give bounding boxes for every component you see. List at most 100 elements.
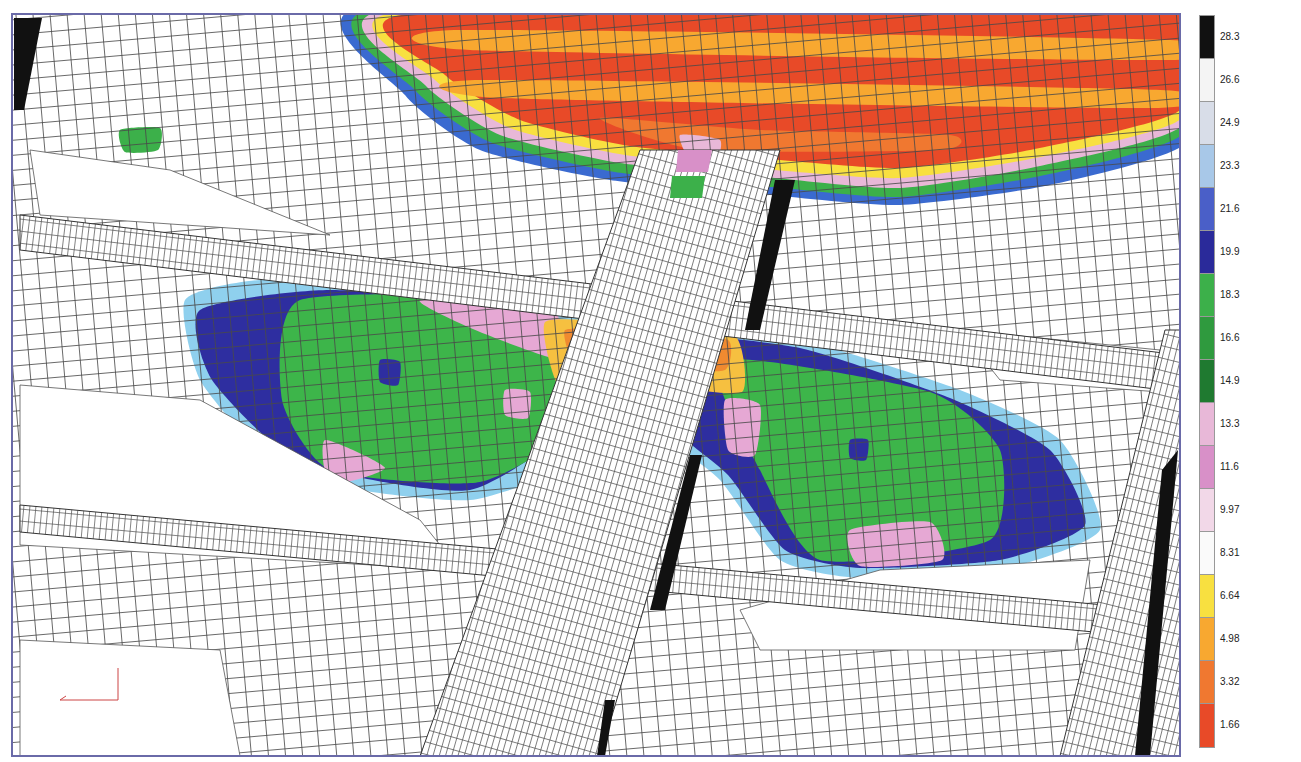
mesh-line: [0, 0, 384, 762]
mesh-line: [0, 310, 1301, 762]
legend-swatch: [1200, 231, 1214, 274]
mesh-line: [973, 0, 1301, 762]
mesh-line: [609, 0, 1286, 762]
mesh-line: [1178, 0, 1301, 762]
mesh-line: [1273, 0, 1301, 762]
mesh-line: [0, 0, 1301, 218]
mesh-line: [0, 0, 252, 762]
mesh-line: [0, 0, 192, 762]
mesh-line: [0, 0, 666, 762]
mesh-line: [638, 0, 1301, 762]
mesh-line: [0, 0, 1301, 114]
mesh-line: [254, 0, 931, 762]
mesh-line: [0, 0, 343, 762]
mesh-line: [0, 0, 471, 762]
mesh-line: [1163, 0, 1301, 762]
mesh-line: [0, 0, 431, 762]
mesh-line: [0, 0, 314, 762]
mesh-line: [952, 0, 1288, 762]
mesh-line: [140, 0, 399, 762]
mesh-line: [772, 0, 1301, 762]
mesh-line: [865, 0, 1301, 762]
mesh-line: [0, 114, 1301, 762]
mesh-line: [1290, 0, 1301, 762]
mesh-line: [0, 0, 117, 762]
mesh-line: [0, 56, 1301, 762]
mesh-line: [0, 0, 355, 762]
mesh-line: [0, 299, 1301, 762]
mesh-line: [295, 0, 972, 762]
mesh-line: [0, 0, 279, 762]
mesh-line: [749, 0, 1085, 762]
mesh-line: [0, 0, 285, 762]
mesh-line: [219, 0, 896, 762]
mesh-line: [330, 0, 1007, 762]
mesh-line: [0, 0, 244, 762]
mesh-line: [0, 0, 245, 762]
mesh-line: [405, 0, 1082, 762]
mesh-line: [783, 0, 1301, 762]
mesh-line: [0, 0, 311, 762]
mesh-line: [0, 0, 1301, 53]
mesh-line: [1185, 0, 1301, 762]
mesh-line: [797, 0, 1133, 762]
mesh-line: [0, 0, 378, 762]
mesh-line: [0, 0, 559, 762]
mesh-line: [0, 0, 1301, 228]
legend-value: 14.9: [1220, 375, 1239, 387]
mesh-line: [362, 0, 1134, 762]
mesh-line: [0, 0, 764, 762]
mesh-line: [0, 0, 1301, 447]
mesh-line: [0, 0, 695, 762]
mesh-line: [0, 519, 1301, 762]
mesh-line: [0, 0, 64, 762]
mesh-line: [976, 0, 1235, 762]
mesh-line: [1273, 0, 1301, 762]
mesh-line: [933, 0, 1301, 762]
mesh-line: [0, 0, 268, 762]
mesh-line: [0, 0, 1301, 498]
mesh-line: [0, 0, 97, 762]
mesh-line: [1162, 0, 1301, 762]
mesh-line: [0, 0, 168, 762]
mesh-line: [626, 0, 1301, 762]
mesh-line: [0, 0, 147, 762]
legend-value: 9.97: [1220, 504, 1239, 516]
mesh-line: [0, 0, 37, 762]
mesh-line: [743, 0, 1301, 762]
mesh-line: [0, 0, 512, 762]
mesh-line: [827, 0, 1086, 762]
mesh-line: [0, 0, 684, 762]
mesh-line: [0, 0, 1301, 574]
mesh-line: [231, 0, 908, 762]
mesh-line: [506, 0, 1278, 762]
mesh-line: [448, 0, 1220, 762]
mesh-line: [0, 0, 1301, 451]
mesh-line: [0, 0, 1301, 413]
mesh-line: [0, 0, 20, 762]
mesh-line: [737, 0, 1073, 762]
mesh-line: [0, 438, 1301, 762]
mesh-line: [0, 170, 1301, 762]
mesh-line: [0, 577, 1301, 762]
legend-entry: 14.9: [1196, 360, 1296, 403]
mesh-line: [32, 0, 291, 762]
mesh-line: [0, 0, 180, 762]
mesh-line: [1250, 0, 1301, 762]
mesh-line: [0, 0, 1301, 78]
mesh-line: [662, 0, 1301, 762]
mesh-line: [0, 403, 1301, 762]
mesh-line: [126, 0, 803, 762]
mesh-line: [0, 760, 1301, 762]
mesh-line: [0, 135, 1301, 762]
mesh-line: [1028, 0, 1301, 762]
mesh-line: [0, 0, 249, 762]
mesh-line: [0, 0, 418, 762]
mesh-line: [1267, 0, 1301, 762]
mesh-line: [5, 0, 341, 762]
mesh-line: [0, 0, 611, 762]
mesh-line: [1209, 0, 1301, 762]
mesh-line: [1183, 0, 1301, 762]
